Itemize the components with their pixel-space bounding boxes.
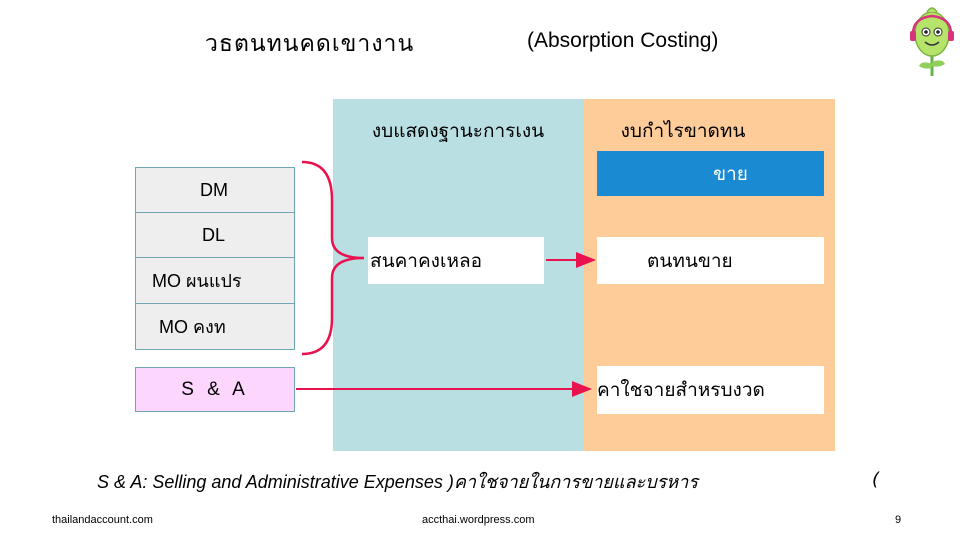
sales-box: ขาย <box>597 151 824 196</box>
title-thai: วธตนทนคดเขางาน <box>205 31 415 57</box>
mascot-logo <box>907 4 957 78</box>
sa-box: S & A <box>135 367 295 412</box>
cost-item-label: DM <box>200 179 228 200</box>
mascot-icon <box>910 7 954 76</box>
cost-item-label: MO คงท <box>159 317 226 337</box>
inventory-box: สนคาคงเหลอ <box>368 237 544 284</box>
cost-item-mo-variable: MO ผนแปร <box>135 257 295 304</box>
title-english: (Absorption Costing) <box>527 29 719 52</box>
income-statement-title: งบกำไรขาดทน <box>620 120 746 142</box>
footer-site-center: accthai.wordpress.com <box>422 514 535 526</box>
balance-sheet-title: งบแสดงฐานะการเงน <box>371 120 545 142</box>
footer-site-left: thailandaccount.com <box>52 514 153 526</box>
cost-item-label: DL <box>202 224 226 245</box>
cost-item-dl: DL <box>135 212 295 258</box>
cost-item-label: MO ผนแปร <box>152 271 242 291</box>
cost-bracket <box>301 160 365 356</box>
cogs-box: ตนทนขาย <box>597 237 824 284</box>
cost-item-mo-fixed: MO คงท <box>135 303 295 350</box>
cost-item-dm: DM <box>135 167 295 213</box>
footnote: S & A: Selling and Administrative Expens… <box>97 472 698 492</box>
footnote-paren: ( <box>872 469 880 490</box>
period-expense-box: คาใชจายสำหรบงวด <box>597 366 824 414</box>
page-number: 9 <box>895 514 902 526</box>
